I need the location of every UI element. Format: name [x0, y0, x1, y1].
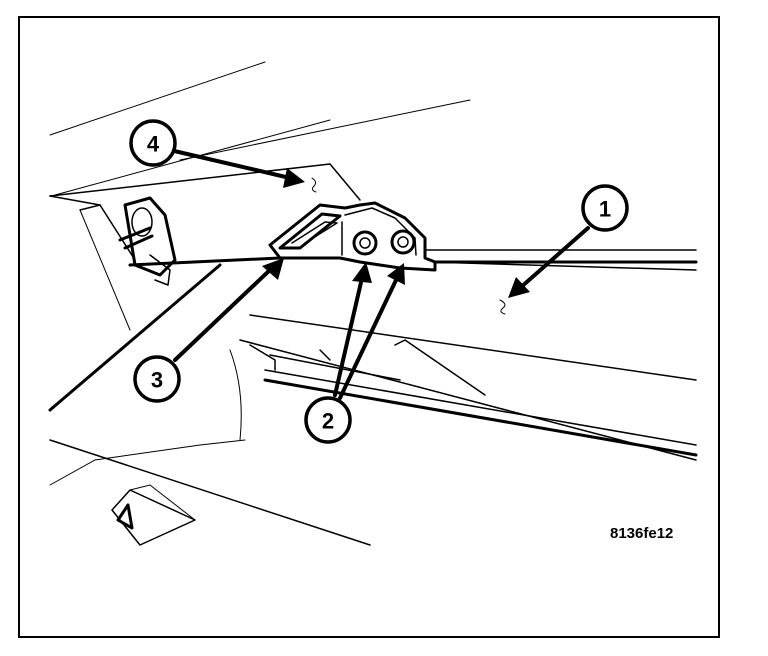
callout-3-label: 3	[151, 368, 163, 393]
callout-2-label: 2	[322, 409, 334, 434]
callout-1: 1	[581, 184, 629, 232]
callout-2: 2	[304, 396, 352, 444]
callout-3: 3	[133, 355, 181, 403]
callout-1-label: 1	[599, 197, 611, 222]
diagram-frame	[18, 16, 720, 638]
figure-code: 8136fe12	[610, 525, 673, 542]
callout-4-label: 4	[147, 132, 160, 157]
leader-lines	[168, 148, 590, 400]
callout-4: 4	[129, 119, 177, 167]
